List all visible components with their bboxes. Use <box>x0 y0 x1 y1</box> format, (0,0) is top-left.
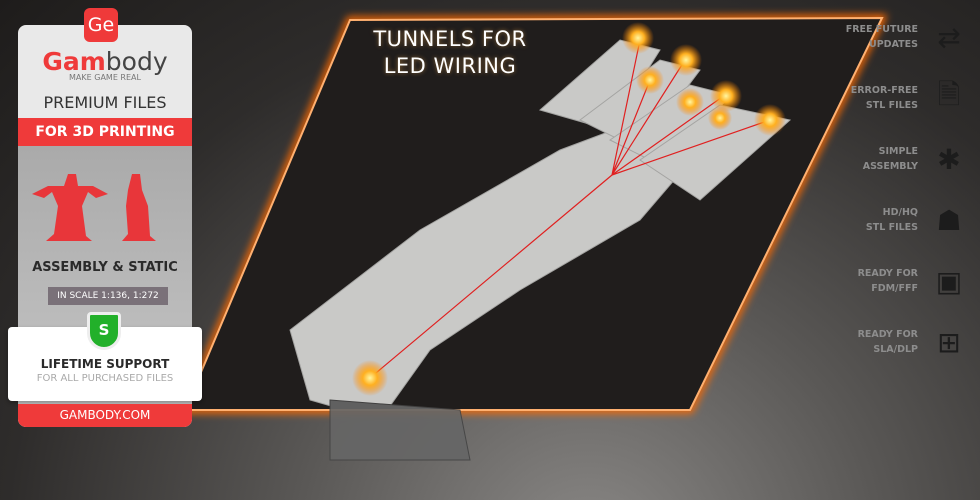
assembly-static-label: ASSEMBLY & STATIC <box>32 260 178 275</box>
feature-line: SIMPLE <box>878 146 918 157</box>
support-title: LIFETIME SUPPORT <box>40 357 170 371</box>
sla-printer-icon: ⊞ <box>937 325 961 359</box>
feature-line: ERROR-FREE <box>850 85 918 96</box>
headline: TUNNELS FOR LED WIRING <box>350 26 550 80</box>
feature-line: FDM/FFF <box>871 283 918 294</box>
gambody-logo-badge: Ge <box>84 8 118 42</box>
shield-icon: S <box>87 312 121 350</box>
led-wiring <box>369 39 771 379</box>
file-check-icon: 🗎 <box>937 78 961 111</box>
feature-line: FREE FUTURE <box>845 24 918 35</box>
feature-line: STL FILES <box>865 100 918 111</box>
support-subtitle: FOR ALL PURCHASED FILES <box>36 373 174 384</box>
scale-label: IN SCALE 1:136, 1:272 <box>48 287 168 305</box>
feature-sla: READY FOR SLA/DLP ⊞ <box>828 325 966 359</box>
feature-line: READY FOR <box>857 268 918 279</box>
puzzle-icon: ✱ <box>937 142 961 176</box>
feature-simple-assembly: SIMPLE ASSEMBLY ✱ <box>828 142 966 176</box>
feature-updates: FREE FUTURE UPDATES ⇄ <box>828 20 966 54</box>
tagline: MAKE GAME REAL <box>69 73 141 82</box>
feature-error-free: ERROR-FREE STL FILES 🗎 <box>828 78 966 115</box>
brand-red: Gam <box>42 47 106 76</box>
figurines-icon <box>32 174 156 241</box>
feature-line: ASSEMBLY <box>862 161 918 172</box>
feature-line: UPDATES <box>869 39 918 50</box>
brand-logo: Gambody <box>18 47 192 76</box>
led-lights <box>352 22 786 396</box>
feature-line: HD/HQ <box>882 207 918 218</box>
updates-icon: ⇄ <box>937 20 961 54</box>
premium-files-label: PREMIUM FILES <box>43 93 167 112</box>
headline-line-1: TUNNELS FOR <box>373 27 527 51</box>
brand-grey: body <box>105 47 168 76</box>
hero-icon: ☗ <box>936 203 962 237</box>
gambody-site-link[interactable]: GAMBODY.COM <box>18 404 192 427</box>
feature-fdm: READY FOR FDM/FFF ▣ <box>828 264 966 298</box>
feature-line: STL FILES <box>865 222 918 233</box>
feature-hd-hq: HD/HQ STL FILES ☗ <box>828 203 966 237</box>
fdm-printer-icon: ▣ <box>935 264 963 298</box>
feature-line: SLA/DLP <box>873 344 918 355</box>
feature-line: READY FOR <box>857 329 918 340</box>
headline-line-2: LED WIRING <box>383 54 517 78</box>
for-3d-printing-bar: FOR 3D PRINTING <box>18 118 192 146</box>
